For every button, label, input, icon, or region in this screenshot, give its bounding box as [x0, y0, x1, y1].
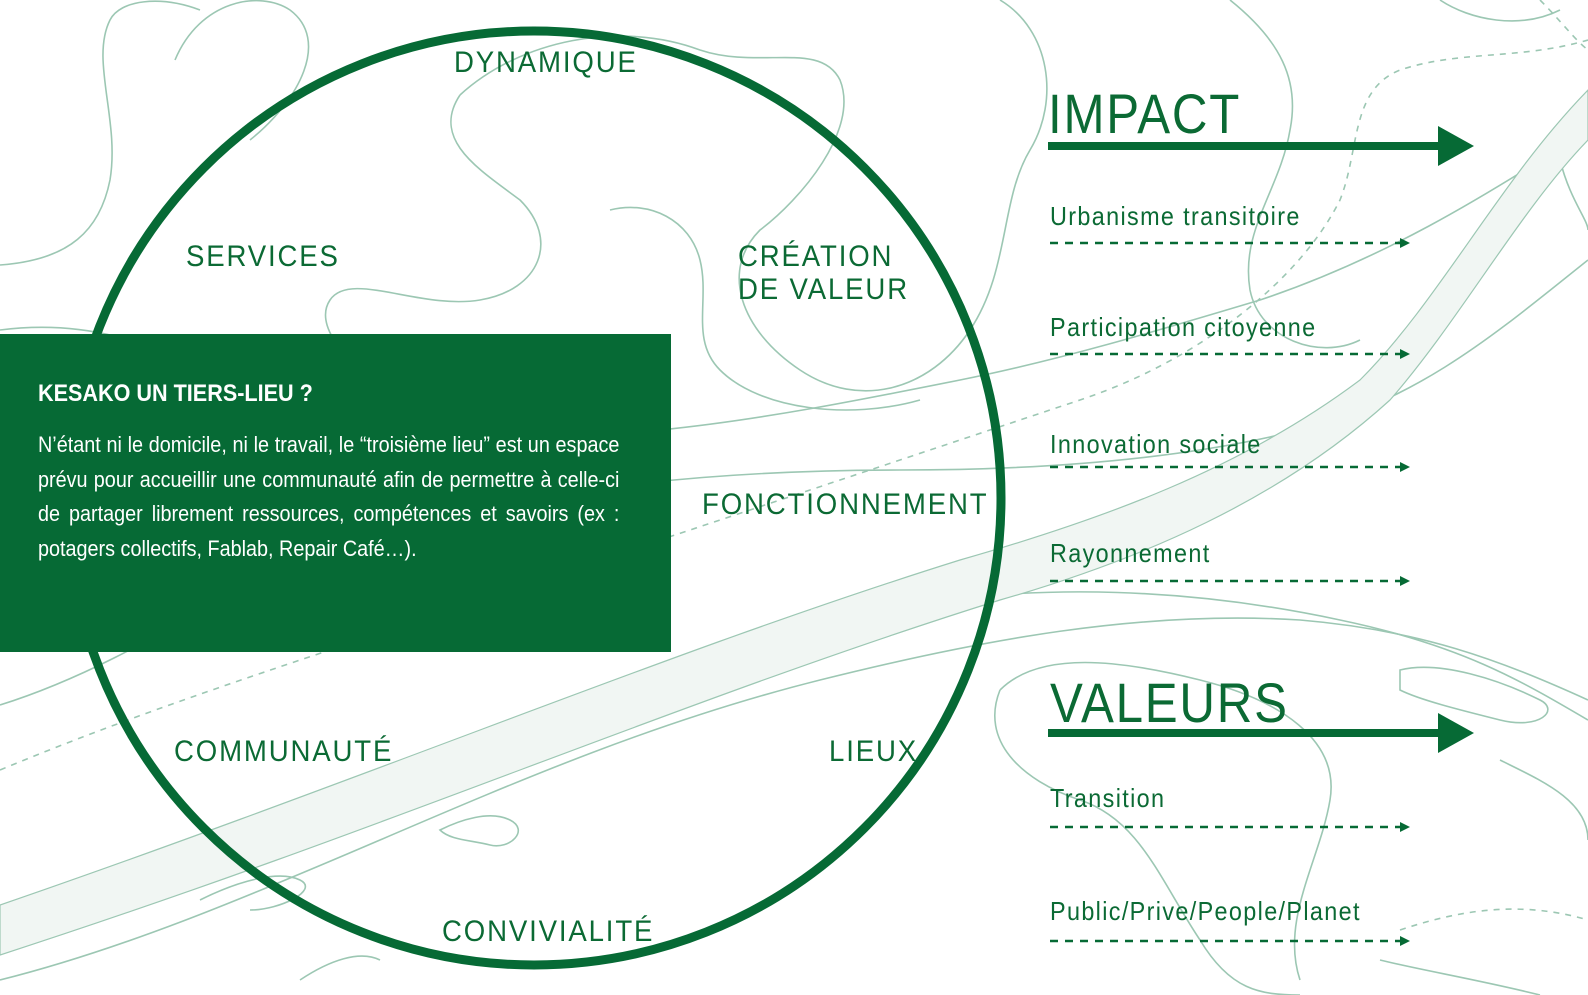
- valeurs-item-public: Public/Prive/People/Planet: [1050, 896, 1361, 926]
- impact-item-urbanisme: Urbanisme transitoire: [1050, 201, 1301, 231]
- label-convivialite: CONVIVIALITÉ: [442, 915, 655, 948]
- label-fonctionnement: FONCTIONNEMENT: [702, 488, 989, 521]
- impact-item-participation: Participation citoyenne: [1050, 312, 1317, 342]
- valeurs-heading: VALEURS: [1050, 671, 1289, 734]
- label-dynamique: DYNAMIQUE: [454, 46, 638, 79]
- label-lieux: LIEUX: [829, 735, 918, 768]
- label-communaute: COMMUNAUTÉ: [174, 735, 394, 768]
- info-box-title: KESAKO UN TIERS-LIEU ?: [38, 380, 313, 407]
- impact-item-rayonnement: Rayonnement: [1050, 538, 1211, 568]
- impact-item-innovation: Innovation sociale: [1050, 429, 1262, 459]
- info-box: [0, 334, 671, 652]
- valeurs-item-transition: Transition: [1050, 783, 1166, 813]
- impact-heading: IMPACT: [1048, 82, 1242, 145]
- label-de-valeur: DE VALEUR: [738, 273, 909, 306]
- label-creation: CRÉATION: [738, 240, 894, 273]
- info-box-body: N’étant ni le domicile, ni le travail, l…: [38, 432, 620, 561]
- label-services: SERVICES: [186, 240, 340, 273]
